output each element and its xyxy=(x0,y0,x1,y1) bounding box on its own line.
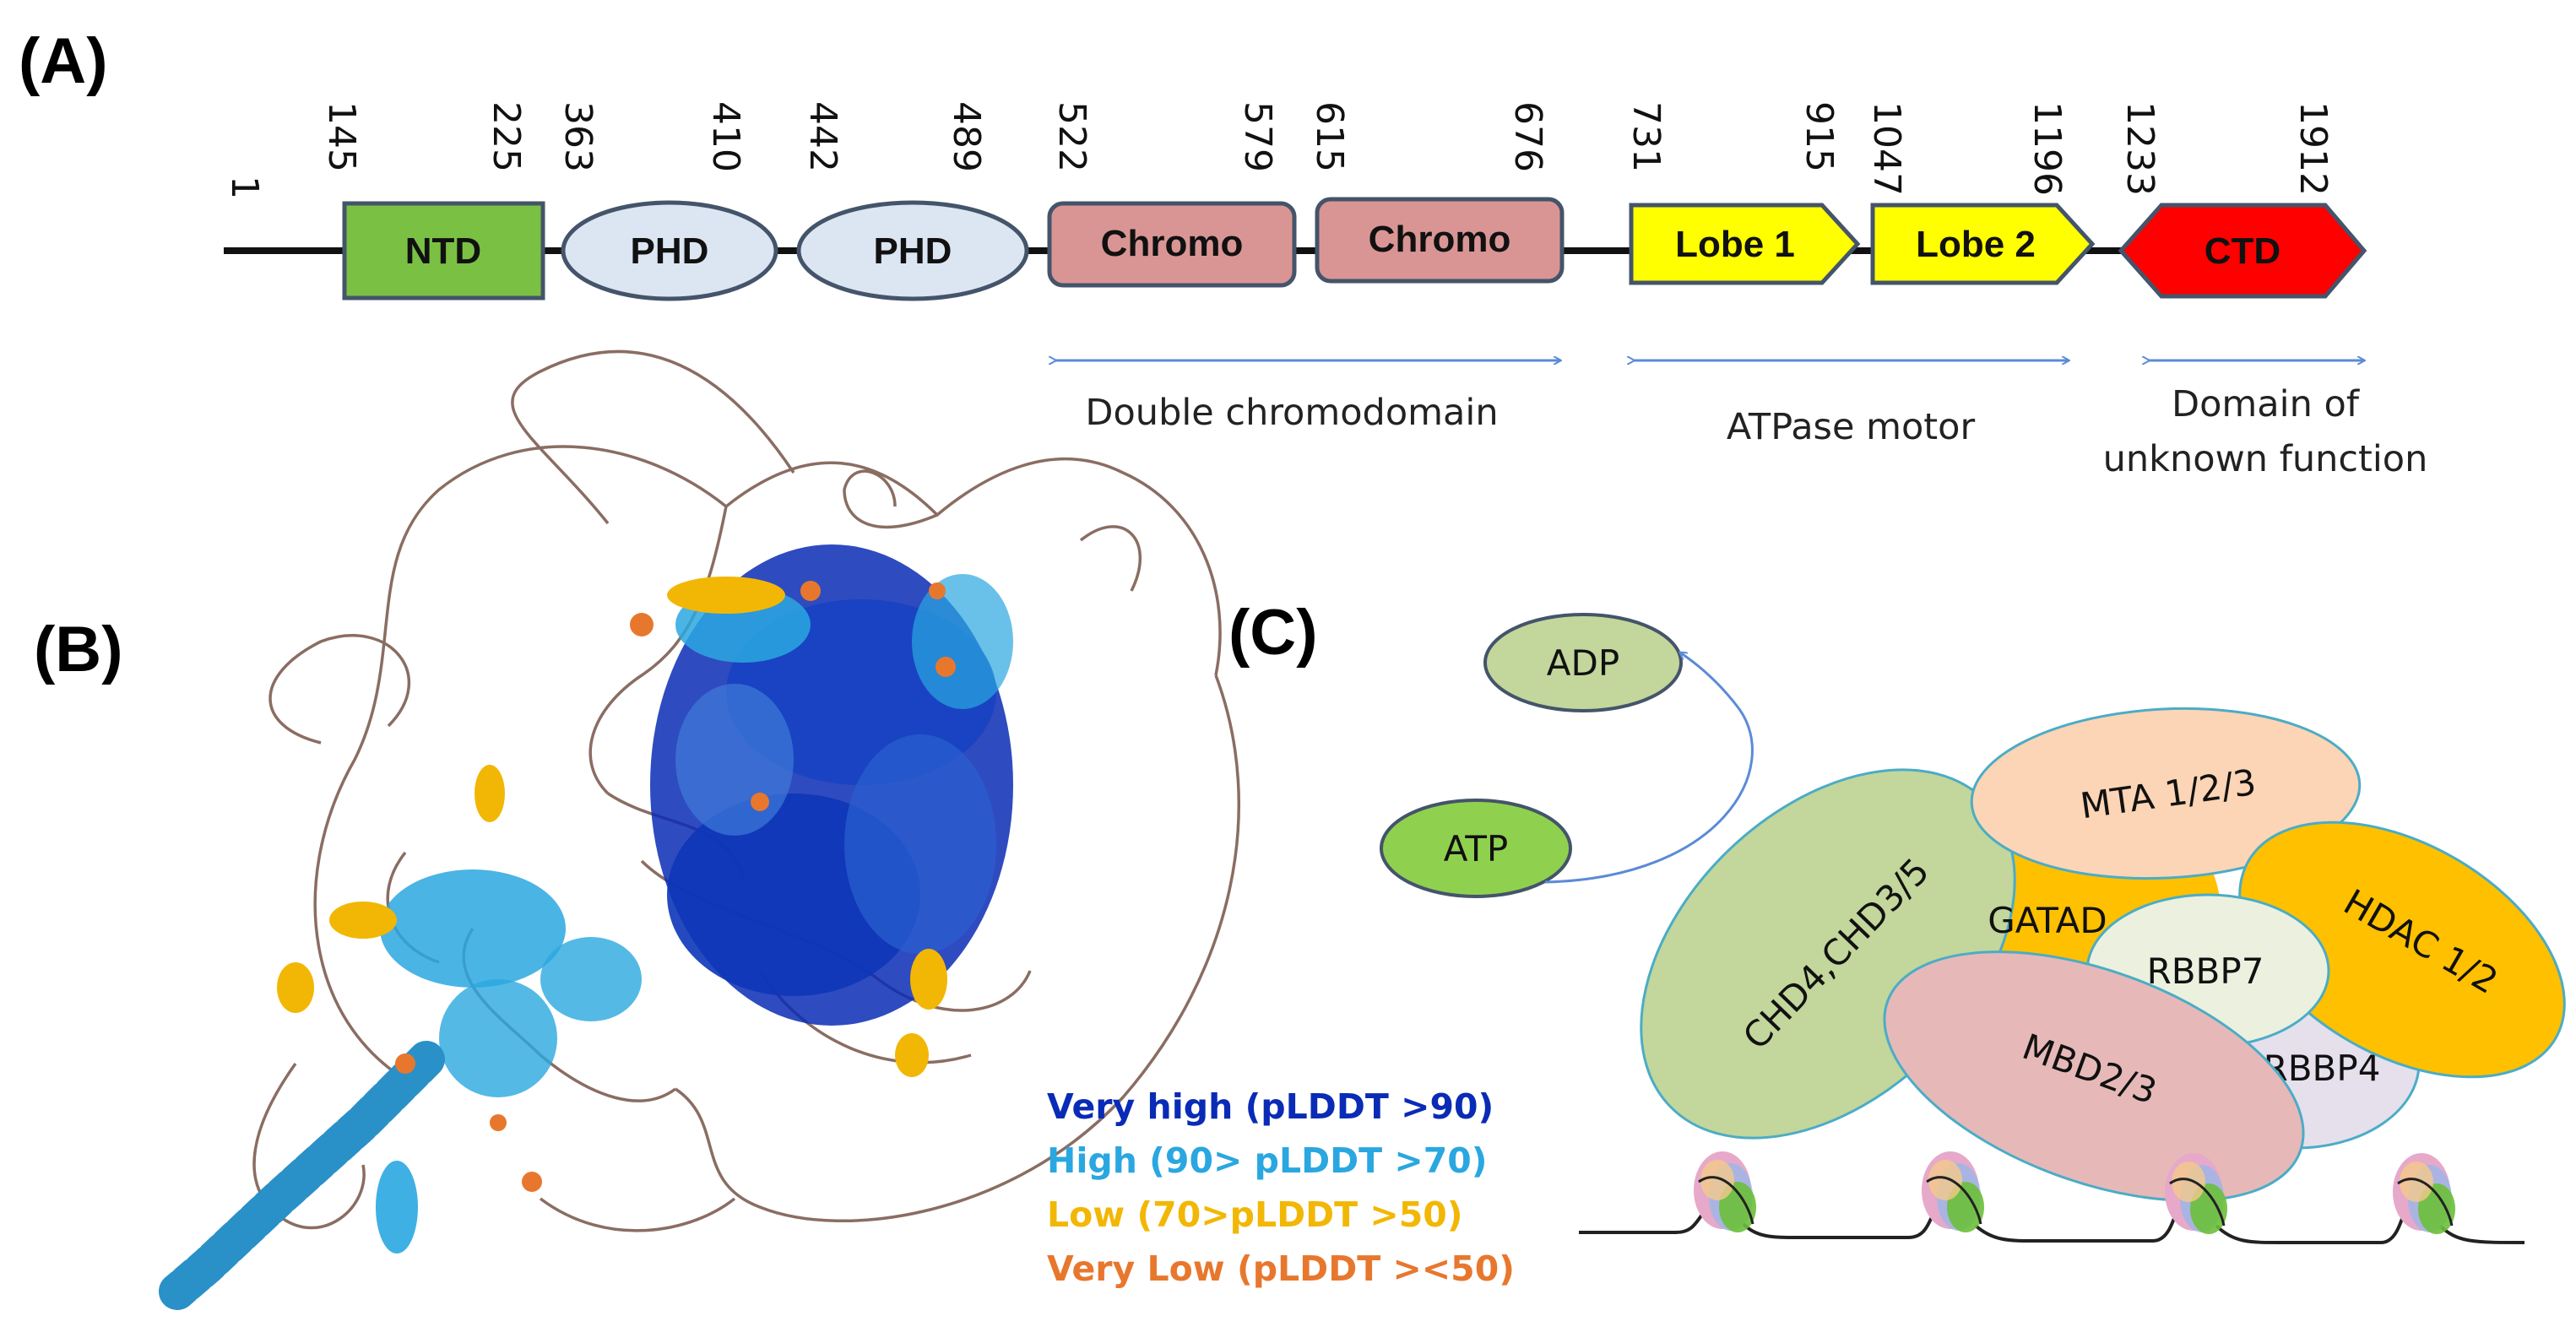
domain-lobe-1: Lobe 1 xyxy=(1629,203,1861,285)
rbbp7-label: RBBP7 xyxy=(2147,950,2264,992)
gatad-label: GATAD xyxy=(1988,900,2107,941)
helix-arm xyxy=(159,1041,445,1310)
position-label: 1196 xyxy=(2026,101,2069,196)
panel-label-a: (A) xyxy=(19,25,108,97)
domain-phd-1: PHD xyxy=(561,200,778,301)
position-label: 731 xyxy=(1624,101,1668,172)
position-label: 522 xyxy=(1050,101,1093,172)
domain-lobe-2-shape xyxy=(1870,203,2096,285)
chromatin-dna xyxy=(1579,1151,2525,1244)
domain-ntd: NTD xyxy=(342,201,545,301)
duf-label-line2: unknown function xyxy=(2103,438,2428,480)
position-label: 579 xyxy=(1236,101,1279,172)
hdac-shape xyxy=(2238,820,2566,1079)
position-label: 915 xyxy=(1798,101,1841,172)
position-label-start: 1 xyxy=(223,176,266,199)
position-label: 489 xyxy=(945,101,988,172)
position-label: 1233 xyxy=(2118,101,2161,196)
domain-lobe-2-label: Lobe 2 xyxy=(1916,224,2036,265)
domain-phd-2: PHD xyxy=(796,200,1029,301)
regions-very-low xyxy=(395,581,956,1192)
protein-structure-model xyxy=(159,349,1240,1310)
legend-very-low: Very Low (pLDDT ><50) xyxy=(1047,1248,1515,1289)
panel-label-c: (C) xyxy=(1228,597,1318,669)
domain-chromo-1-label: Chromo xyxy=(1101,223,1244,264)
domain-lobe-1-label: Lobe 1 xyxy=(1675,224,1795,265)
nucleosome xyxy=(2165,1153,2227,1234)
domain-phd-1-label: PHD xyxy=(631,230,709,272)
position-label: 225 xyxy=(485,101,528,172)
position-labels: 1 145 225 363 410 442 489 522 579 615 67… xyxy=(223,101,2335,199)
domain-chromo-1-shape xyxy=(1047,201,1297,288)
dna-strand xyxy=(1579,1205,2525,1244)
atpase-label: ATPase motor xyxy=(1727,406,1976,448)
atp-shape xyxy=(1380,799,1572,898)
plddt-legend: Very high (pLDDT >90) High (90> pLDDT >7… xyxy=(1047,1086,1515,1289)
position-label: 1047 xyxy=(1865,101,1908,196)
nucleosome xyxy=(1922,1151,1984,1232)
domain-ntd-label: NTD xyxy=(405,230,481,272)
nurd-complex: ADP ATP CHD4,CHD3/5 MTA 1/2/3 GATAD RBBP… xyxy=(1380,613,2566,1202)
domain-ctd-label: CTD xyxy=(2205,230,2280,272)
nucleosome xyxy=(2393,1153,2455,1234)
position-label: 363 xyxy=(556,101,599,172)
atp-label: ATP xyxy=(1444,828,1508,869)
domain-ctd-shape xyxy=(2118,203,2367,299)
mbd-shape xyxy=(1883,950,2305,1202)
duf-label-line1: Domain of xyxy=(2172,383,2360,425)
position-label: 615 xyxy=(1308,101,1351,172)
panel-label-b: (B) xyxy=(34,614,123,685)
domain-chromo-2-label: Chromo xyxy=(1369,219,1511,260)
regions-low xyxy=(277,577,947,1077)
domain-phd-2-shape xyxy=(796,200,1029,301)
position-label: 442 xyxy=(801,101,844,172)
nucleosome xyxy=(1694,1151,1756,1232)
domain-phd-2-label: PHD xyxy=(874,230,952,272)
domain-ctd: CTD xyxy=(2118,203,2367,299)
regions-high xyxy=(376,574,1013,1254)
position-label: 145 xyxy=(320,101,363,172)
legend-very-high: Very high (pLDDT >90) xyxy=(1047,1086,1494,1127)
domain-chromo-2-shape xyxy=(1315,197,1565,284)
position-label: 410 xyxy=(704,101,747,172)
domain-lobe-2: Lobe 2 xyxy=(1870,203,2096,285)
domain-ntd-shape xyxy=(342,201,545,301)
domain-lobe-1-shape xyxy=(1629,203,1861,285)
legend-high: High (90> pLDDT >70) xyxy=(1047,1140,1488,1181)
domain-phd-1-shape xyxy=(561,200,778,301)
domain-chromo-2: Chromo xyxy=(1315,197,1565,284)
position-label: 1912 xyxy=(2291,101,2335,196)
double-chromo-label: Double chromodomain xyxy=(1085,392,1498,434)
adp-shape xyxy=(1483,613,1683,712)
atp-to-adp-arrow xyxy=(1544,653,1754,884)
domain-chromo-1: Chromo xyxy=(1047,201,1297,288)
position-label: 676 xyxy=(1506,101,1549,172)
adp-label: ADP xyxy=(1547,642,1619,684)
mta-shape xyxy=(1970,707,2362,880)
legend-low: Low (70>pLDDT >50) xyxy=(1047,1194,1463,1235)
